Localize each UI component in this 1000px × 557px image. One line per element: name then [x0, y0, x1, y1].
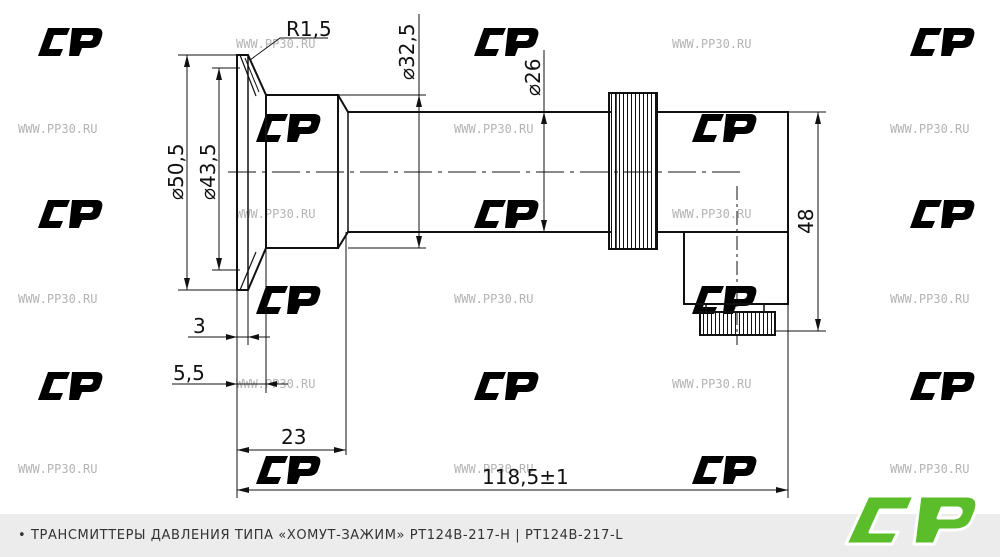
arrow-icon	[237, 447, 346, 453]
fillet-line	[239, 54, 257, 97]
watermark-text: WWW.PP30.RU	[454, 292, 533, 306]
watermark-text: WWW.PP30.RU	[18, 122, 97, 136]
cp-logo-watermark-icon	[910, 372, 975, 400]
watermark-layer	[38, 28, 975, 484]
body-tube-bottom	[337, 231, 612, 249]
dimension-dia-43-5: ⌀43,5	[196, 143, 220, 200]
footer-caption: • ТРАНСМИТТЕРЫ ДАВЛЕНИЯ ТИПА «ХОМУТ-ЗАЖИ…	[18, 528, 624, 543]
dimension-dia-32-5: ⌀32,5	[395, 23, 419, 80]
knurled-nut	[608, 92, 658, 250]
watermark-text: WWW.PP30.RU	[236, 207, 315, 221]
cp-logo-watermark-icon	[38, 28, 103, 56]
cp-logo-watermark-icon	[38, 372, 103, 400]
body-tube-top	[337, 94, 612, 113]
watermark-text-layer: WWW.PP30.RU WWW.PP30.RU WWW.PP30.RU WWW.…	[18, 37, 969, 476]
watermark-text: WWW.PP30.RU	[890, 462, 969, 476]
arrow-icon	[226, 334, 259, 340]
arrow-icon	[226, 381, 277, 387]
cp-logo-watermark-icon	[692, 114, 757, 142]
fillet-leader	[249, 37, 328, 61]
watermark-text: WWW.PP30.RU	[18, 462, 97, 476]
watermark-text: WWW.PP30.RU	[18, 292, 97, 306]
watermark-text: WWW.PP30.RU	[890, 292, 969, 306]
cp-logo-watermark-icon	[474, 28, 539, 56]
dimension-len-23: 23	[281, 425, 306, 449]
dimension-height-48: 48	[794, 209, 818, 234]
arrow-icon	[541, 112, 547, 232]
cp-logo-watermark-icon	[910, 200, 975, 228]
cp-logo-watermark-icon	[692, 286, 757, 314]
watermark-text: WWW.PP30.RU	[672, 37, 751, 51]
dimension-len-5-5: 5,5	[173, 361, 205, 385]
cp-logo-watermark-icon	[474, 200, 539, 228]
cp-logo-watermark-icon	[38, 200, 103, 228]
watermark-text: WWW.PP30.RU	[890, 122, 969, 136]
cp-logo-watermark-icon	[910, 28, 975, 56]
dimension-len-total: 118,5±1	[482, 465, 569, 489]
part-outline	[228, 54, 789, 345]
dimension-lines: R1,5 ⌀50,5 ⌀43,5 ⌀32,5 ⌀26 48	[164, 14, 826, 498]
dimension-dia-50-5: ⌀50,5	[164, 143, 188, 200]
cp-logo-watermark-icon	[474, 372, 539, 400]
watermark-text: WWW.PP30.RU	[454, 122, 533, 136]
dimension-dia-26: ⌀26	[521, 59, 545, 97]
cable-gland	[699, 311, 776, 336]
cp-logo-watermark-icon	[256, 456, 321, 484]
footer-bar: • ТРАНСМИТТЕРЫ ДАВЛЕНИЯ ТИПА «ХОМУТ-ЗАЖИ…	[0, 514, 1000, 557]
fillet-line	[244, 57, 260, 93]
dimension-len-3: 3	[193, 314, 206, 338]
watermark-text: WWW.PP30.RU	[672, 207, 751, 221]
dimension-fillet: R1,5	[286, 17, 332, 41]
watermark-text: WWW.PP30.RU	[236, 37, 315, 51]
cp-logo-watermark-icon	[692, 456, 757, 484]
watermark-text: WWW.PP30.RU	[454, 462, 533, 476]
fillet-line	[239, 251, 257, 291]
neck-section	[266, 94, 339, 249]
watermark-text: WWW.PP30.RU	[672, 377, 751, 391]
cp-logo-icon	[844, 494, 979, 546]
